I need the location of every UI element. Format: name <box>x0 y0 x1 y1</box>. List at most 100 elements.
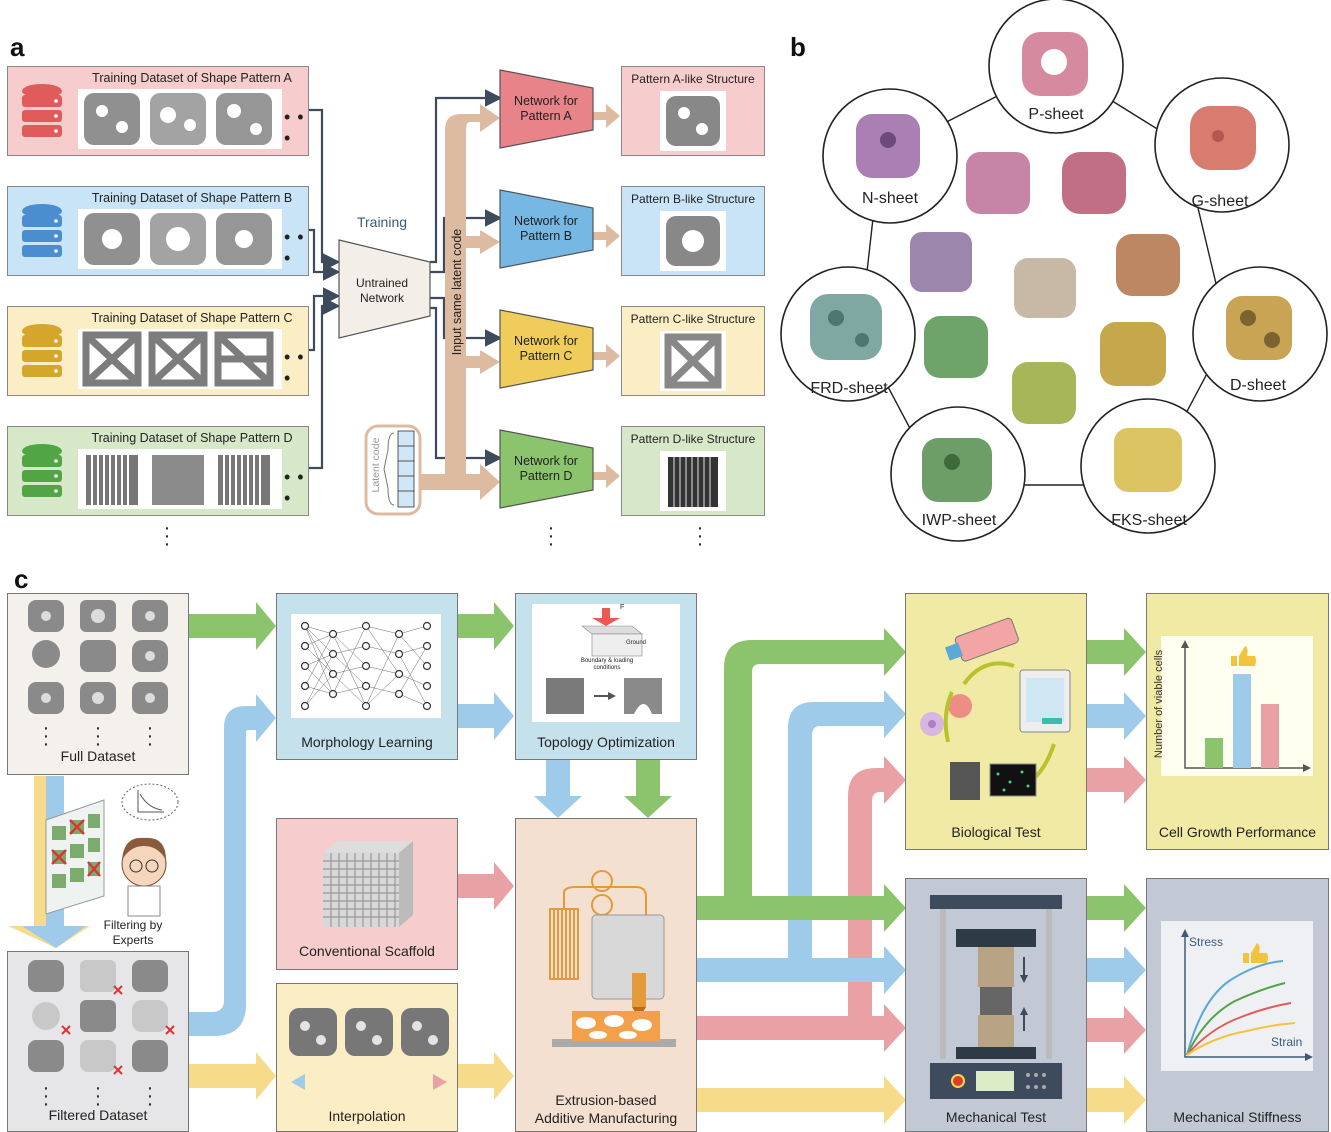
interpolation-icon <box>285 1004 451 1104</box>
net-line-1: Network for <box>514 334 578 348</box>
interpolation-label: Interpolation <box>277 1108 457 1124</box>
topology-optimization-label: Topology Optimization <box>516 734 696 750</box>
database-icon <box>20 83 64 141</box>
untrained-line-2: Network <box>360 291 404 305</box>
output-title: Pattern B-like Structure <box>622 192 764 206</box>
vertical-ellipsis: ··· <box>695 524 705 548</box>
dataset-row-b: Training Dataset of Shape Pattern B • • … <box>7 186 309 276</box>
shape-label-iwp-sheet: IWP-sheet <box>899 512 1019 530</box>
filtered-dataset-label: Filtered Dataset <box>8 1107 188 1123</box>
mechanical-test-box: Mechanical Test <box>905 878 1087 1132</box>
shape-label-g-sheet: G-sheet <box>1160 193 1280 211</box>
tpms-shapes-diagram <box>770 0 1331 560</box>
ellipsis: • • • <box>284 347 308 389</box>
dataset-title: Training Dataset of Shape Pattern D <box>78 431 306 445</box>
vertical-ellipsis: ··· <box>162 524 172 548</box>
filtered-grid-thumbnails <box>22 958 178 1078</box>
output-thumbnail <box>660 451 726 511</box>
extrusion-line-1: Extrusion-based <box>555 1092 656 1108</box>
database-icon <box>20 203 64 261</box>
cell-growth-ylabel: Number of viable cells <box>1153 634 1167 774</box>
ellipsis: • • • <box>284 227 308 269</box>
dataset-row-d: Training Dataset of Shape Pattern D • • … <box>7 426 309 516</box>
dataset-title: Training Dataset of Shape Pattern A <box>78 71 306 85</box>
full-dataset-box: ··· ··· ··· Full Dataset <box>7 593 189 775</box>
filtering-line-2: Experts <box>113 933 154 947</box>
shape-label-frd-sheet: FRD-sheet <box>789 380 909 398</box>
output-thumbnail <box>660 211 726 271</box>
cell-growth-label: Cell Growth Performance <box>1147 824 1328 840</box>
shape-label-d-sheet: D-sheet <box>1198 377 1318 395</box>
conventional-scaffold-label: Conventional Scaffold <box>277 943 457 959</box>
ellipsis: • • • <box>284 467 308 509</box>
extrusion-line-2: Additive Manufacturing <box>535 1110 677 1126</box>
dataset-thumbnails <box>78 209 282 269</box>
cell-growth-box: Number of viable cells Cell Growth Perfo… <box>1146 593 1329 850</box>
net-line-2: Pattern C <box>520 349 573 363</box>
filtered-dataset-box: ··· ··· ··· Filtered Dataset <box>7 951 189 1132</box>
full-dataset-label: Full Dataset <box>8 748 188 764</box>
shape-label-n-sheet: N-sheet <box>830 190 950 208</box>
shape-label-fks-sheet: FKS-sheet <box>1089 512 1209 530</box>
vertical-ellipsis: ··· <box>145 724 155 748</box>
latent-code-label: Latent code <box>370 430 384 500</box>
vertical-ellipsis: ··· <box>93 724 103 748</box>
cell-growth-chart <box>1161 636 1313 776</box>
net-line-2: Pattern D <box>520 469 573 483</box>
mechanical-stiffness-label: Mechanical Stiffness <box>1147 1109 1328 1125</box>
output-title: Pattern A-like Structure <box>622 72 764 86</box>
force-label: F <box>620 604 624 611</box>
net-line-2: Pattern B <box>520 229 572 243</box>
ellipsis: • • • <box>284 107 308 149</box>
untrained-line-1: Untrained <box>356 276 408 290</box>
dataset-row-c: Training Dataset of Shape Pattern C • • … <box>7 306 309 396</box>
dataset-title: Training Dataset of Shape Pattern C <box>78 311 306 325</box>
output-title: Pattern D-like Structure <box>622 432 764 446</box>
mechanical-test-label: Mechanical Test <box>906 1109 1086 1125</box>
vertical-ellipsis: ··· <box>41 1084 51 1108</box>
output-b: Pattern B-like Structure <box>621 186 765 276</box>
output-c: Pattern C-like Structure <box>621 306 765 396</box>
filtering-by-experts-label: Filtering byExperts <box>88 918 178 948</box>
output-title: Pattern C-like Structure <box>622 312 764 326</box>
conventional-scaffold-box: Conventional Scaffold <box>276 818 458 970</box>
neural-network-icon <box>291 614 441 718</box>
boundary-line-2: conditions <box>593 665 620 671</box>
net-line-1: Network for <box>514 94 578 108</box>
scaffold-icon <box>323 841 413 927</box>
training-label: Training <box>346 214 418 230</box>
vertical-ellipsis: ··· <box>546 524 556 548</box>
biological-test-label: Biological Test <box>906 824 1086 840</box>
mechanical-stiffness-box: Stress Strain Mechanical Stiffness <box>1146 878 1329 1132</box>
filtering-line-1: Filtering by <box>104 918 163 932</box>
biological-test-icon <box>914 614 1080 814</box>
strain-label: Strain <box>1271 1035 1302 1049</box>
output-thumbnail <box>660 91 726 151</box>
database-icon <box>20 443 64 501</box>
dataset-title: Training Dataset of Shape Pattern B <box>78 191 306 205</box>
dataset-row-a: Training Dataset of Shape Pattern A • • … <box>7 66 309 156</box>
stress-label: Stress <box>1189 935 1223 949</box>
ground-label: Ground <box>626 640 646 646</box>
vertical-ellipsis: ··· <box>41 724 51 748</box>
output-thumbnail <box>660 331 726 391</box>
dataset-thumbnails <box>78 329 282 389</box>
net-line-1: Network for <box>514 214 578 228</box>
morphology-learning-label: Morphology Learning <box>277 734 457 750</box>
input-same-latent-code-label: Input same latent code <box>450 192 468 392</box>
net-line-2: Pattern A <box>520 109 571 123</box>
shape-label-p-sheet: P-sheet <box>996 106 1116 124</box>
boundary-line-1: Boundary & loading <box>581 658 633 664</box>
dataset-thumbnails <box>78 89 282 149</box>
net-line-1: Network for <box>514 454 578 468</box>
database-icon <box>20 323 64 381</box>
dataset-grid-thumbnails <box>22 598 174 736</box>
biological-test-box: Biological Test <box>905 593 1087 850</box>
